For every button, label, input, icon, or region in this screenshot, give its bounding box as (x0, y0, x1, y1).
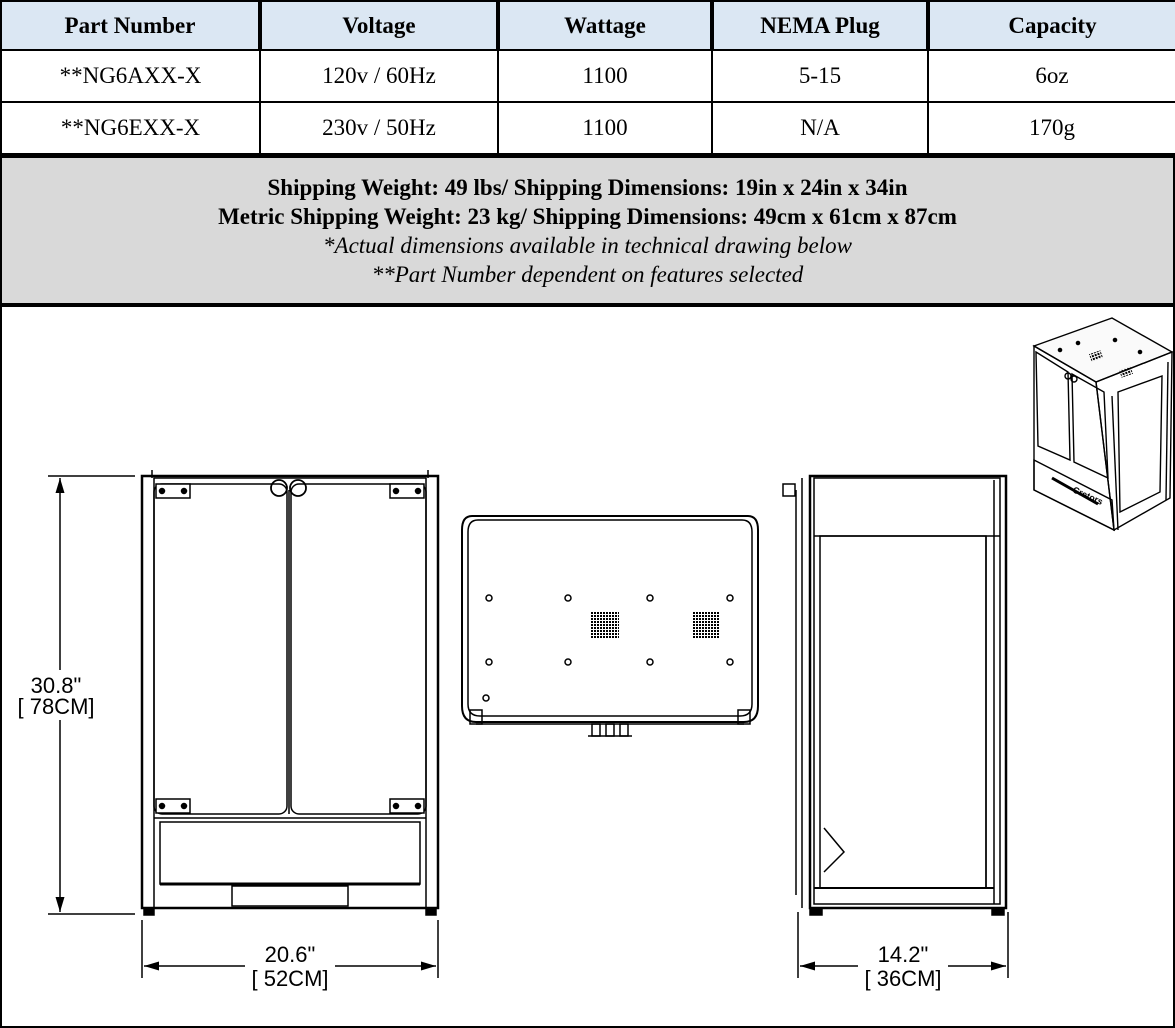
table-row: **NG6AXX-X 120v / 60Hz 1100 5-15 6oz (0, 49, 1175, 103)
metric-shipping-line: Metric Shipping Weight: 23 kg/ Shipping … (218, 203, 957, 229)
height-cm-label: [ 78CM] (17, 694, 94, 719)
width-inches-label: 20.6" (265, 942, 316, 967)
front-view (140, 470, 440, 916)
cell-nema-plug: N/A (711, 101, 929, 155)
cell-voltage: 120v / 60Hz (259, 49, 499, 103)
side-view (782, 474, 1008, 916)
part-number-note: **Part Number dependent on features sele… (371, 261, 804, 287)
cell-wattage: 1100 (497, 101, 713, 155)
height-inches-label: 30.8" (31, 673, 82, 698)
table-header-row: Part Number Voltage Wattage NEMA Plug Ca… (0, 0, 1175, 51)
cell-wattage: 1100 (497, 49, 713, 103)
depth-inches-label: 14.2" (878, 942, 929, 967)
header-part-number: Part Number (0, 0, 261, 51)
height-dimension (48, 475, 135, 915)
table-row: **NG6EXX-X 230v / 50Hz 1100 N/A 170g (0, 101, 1175, 155)
header-capacity: Capacity (926, 0, 1175, 51)
dimensions-note: *Actual dimensions available in technica… (323, 232, 852, 258)
width-cm-label: [ 52CM] (251, 966, 328, 991)
cell-capacity: 6oz (927, 49, 1175, 103)
depth-dimension (797, 912, 1009, 978)
width-dimension (141, 920, 439, 978)
header-wattage: Wattage (496, 0, 713, 51)
shipping-weight-line: Shipping Weight: 49 lbs/ Shipping Dimens… (267, 174, 908, 200)
shipping-info-panel: Shipping Weight: 49 lbs/ Shipping Dimens… (0, 155, 1175, 305)
cell-part-number: **NG6AXX-X (0, 49, 261, 103)
cell-voltage: 230v / 50Hz (259, 101, 499, 155)
header-voltage: Voltage (258, 0, 499, 51)
cell-nema-plug: 5-15 (711, 49, 929, 103)
cell-part-number: **NG6EXX-X (0, 101, 261, 155)
top-view (461, 515, 759, 737)
cell-capacity: 170g (927, 101, 1175, 155)
header-nema-plug: NEMA Plug (710, 0, 929, 51)
spec-table: Part Number Voltage Wattage NEMA Plug Ca… (0, 0, 1175, 155)
isometric-view (1032, 317, 1174, 532)
depth-cm-label: [ 36CM] (864, 966, 941, 991)
